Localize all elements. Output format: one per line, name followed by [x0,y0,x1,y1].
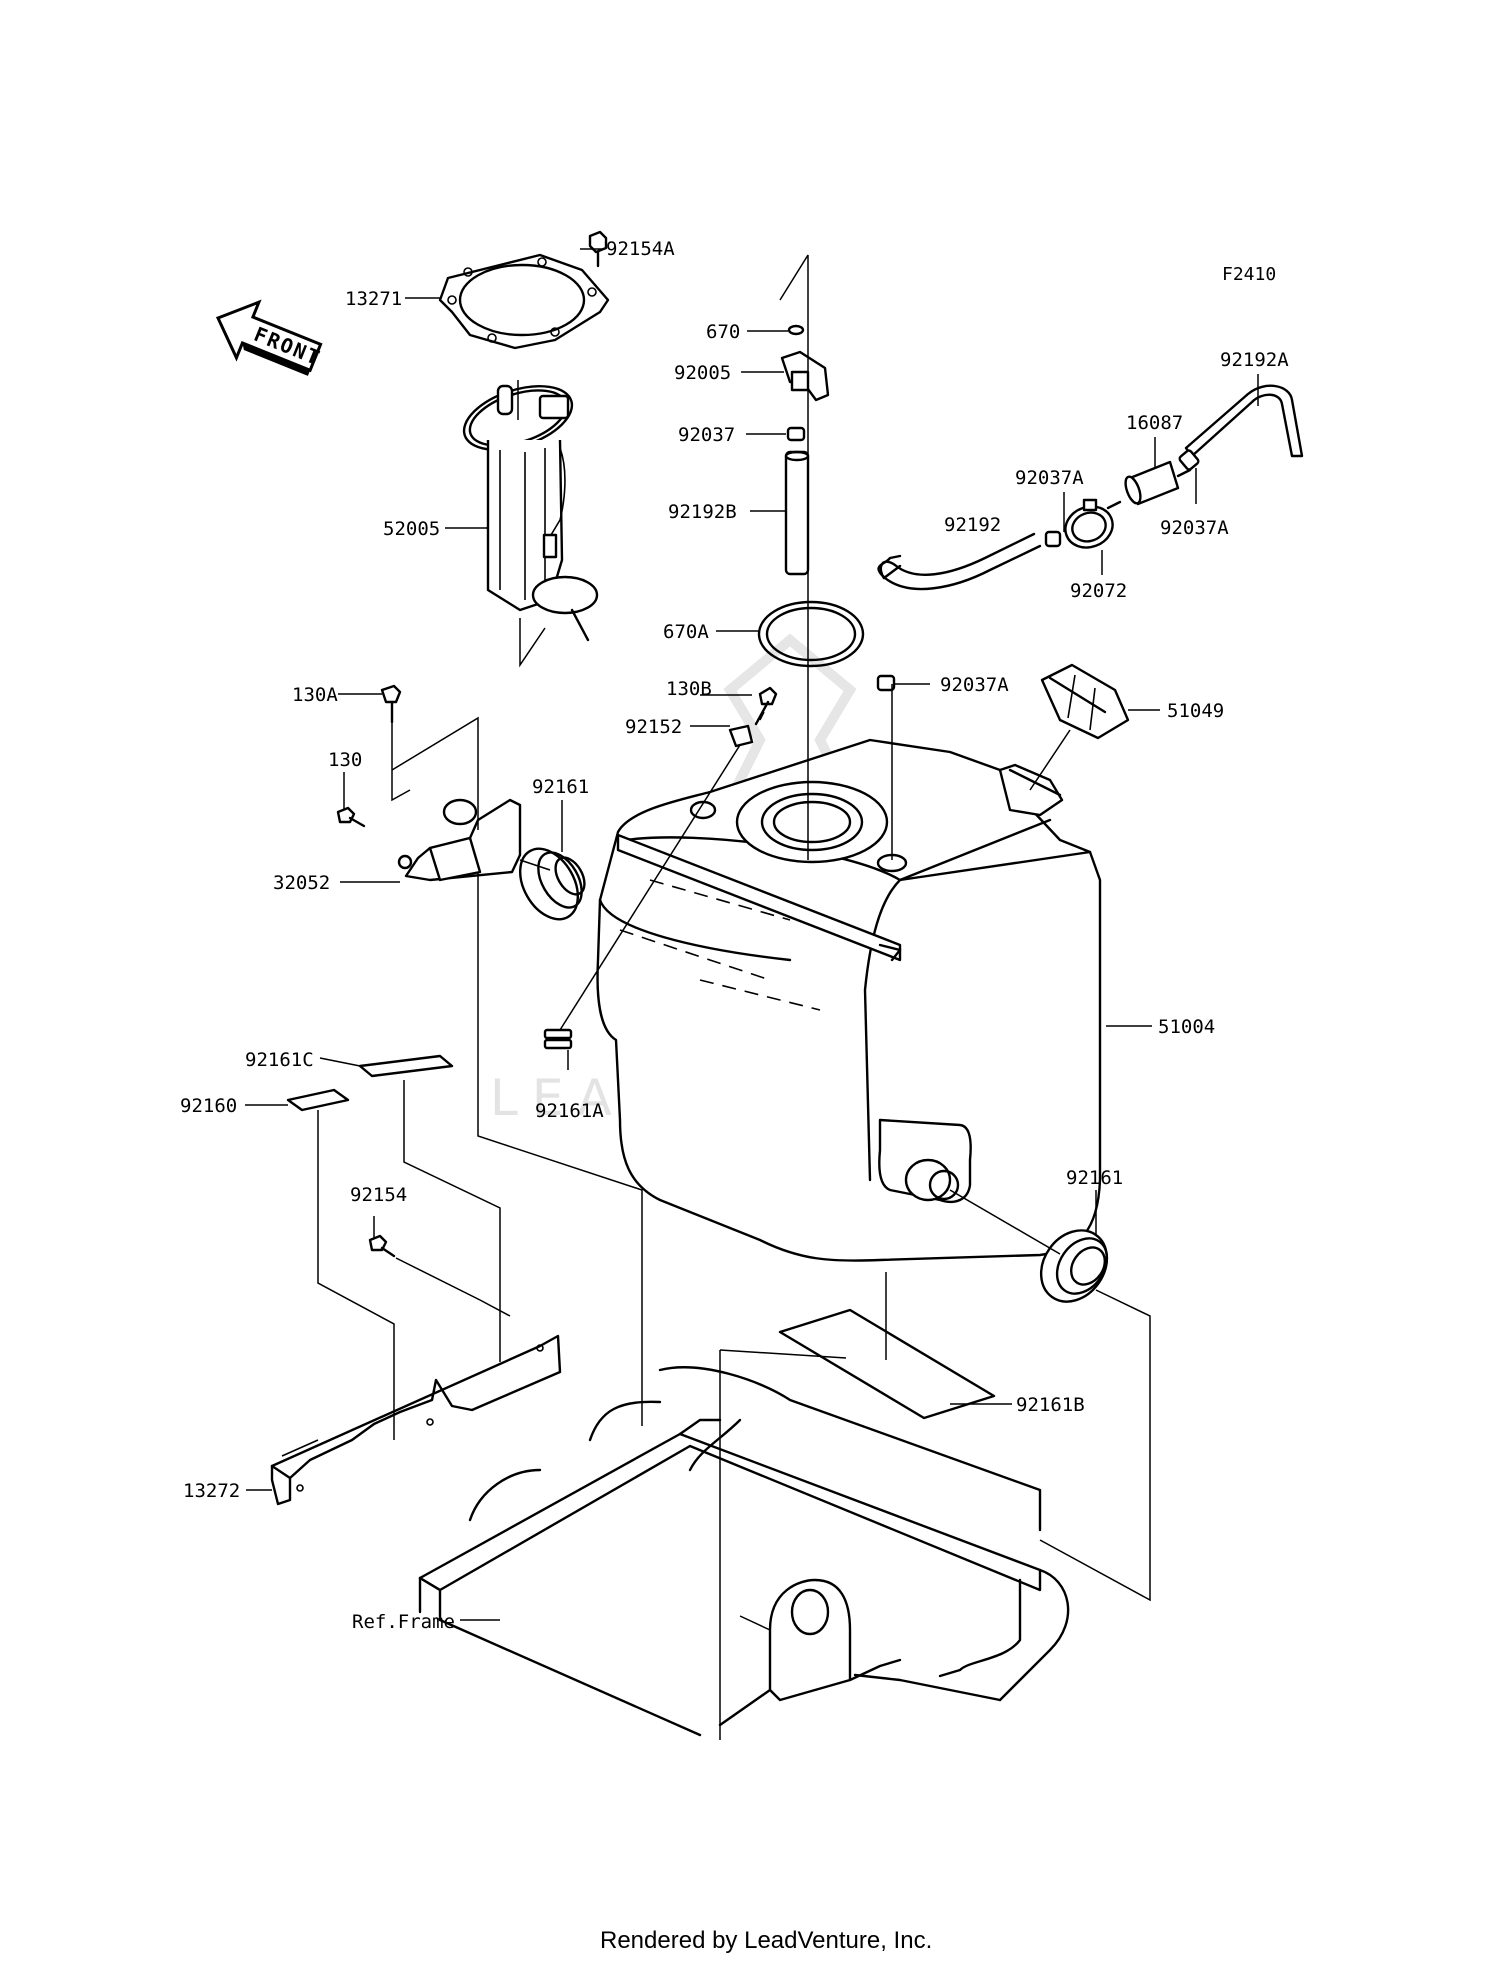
fuel-pump-52005 [462,384,599,642]
fuel-tank-51004 [596,738,1102,1262]
label-92161-upper: 92161 [532,776,589,798]
frame-reference [418,1366,1070,1737]
callout-labels: 92154A 13271 52005 670 92005 92037 92192… [180,238,1289,1633]
bolt-92154A [588,230,608,268]
collar-92152 [728,724,754,748]
fuel-cap-51049 [1040,663,1130,740]
label-92192B: 92192B [668,501,737,523]
grommet-92161-upper [518,847,586,921]
label-92154: 92154 [350,1184,407,1206]
o-ring-670A [757,600,865,668]
damper-92161A [543,1028,573,1050]
label-92192: 92192 [944,514,1001,536]
clamp-92037A-mid [1044,530,1062,548]
pump-gasket-13271 [438,253,610,350]
label-92160: 92160 [180,1095,237,1117]
label-92161A: 92161A [535,1100,604,1122]
label-16087: 16087 [1126,412,1183,434]
label-13271: 13271 [345,288,402,310]
label-130: 130 [328,749,362,771]
hose-92192 [877,532,1042,591]
pad-92161B [778,1308,996,1420]
label-92072: 92072 [1070,580,1127,602]
label-92161-lower: 92161 [1066,1167,1123,1189]
valve-92072 [1064,498,1114,549]
bracket-13272 [270,1334,562,1506]
clamp-92037 [786,426,806,442]
label-92161B: 92161B [1016,1394,1085,1416]
label-13272: 13272 [183,1480,240,1502]
clamp-92037A-upper [1178,449,1200,471]
label-32052: 32052 [273,872,330,894]
label-130A: 130A [292,684,338,706]
label-92152: 92152 [625,716,682,738]
label-92037A-right: 92037A [1160,517,1229,539]
label-92037: 92037 [678,424,735,446]
label-130B: 130B [666,678,712,700]
label-52005: 52005 [383,518,440,540]
bolt-130B [754,686,778,726]
hose-92192A [1184,384,1304,458]
bolt-130 [336,806,366,828]
fuel-filter-16087 [1106,460,1192,510]
vent-valve-92005 [780,350,830,402]
o-ring-670 [787,324,805,336]
label-92005: 92005 [674,362,731,384]
label-51004: 51004 [1158,1016,1215,1038]
label-670: 670 [706,321,740,343]
bolt-130A [380,684,402,724]
grommet-92161-lower [1039,1229,1109,1303]
label-92192A: 92192A [1220,349,1289,371]
label-670A: 670A [663,621,709,643]
label-92037A-lower: 92037A [940,674,1009,696]
label-ref-frame: Ref.Frame [352,1611,455,1633]
figure-code: F2410 [1222,264,1276,285]
bolt-92154 [368,1234,396,1258]
label-92154A: 92154A [606,238,675,260]
bracket-32052 [397,798,522,882]
front-arrow-icon: FRONT [215,299,325,376]
label-92037A-left: 92037A [1015,467,1084,489]
clamp-92037A-lower [876,674,896,692]
hose-92192B [784,450,810,576]
pad-92160 [286,1088,350,1112]
label-51049: 51049 [1167,700,1224,722]
label-92161C: 92161C [245,1049,314,1071]
leader-lines [245,248,1259,1740]
footer-credit: Rendered by LeadVenture, Inc. [600,1927,932,1954]
pad-92161C [358,1054,454,1078]
